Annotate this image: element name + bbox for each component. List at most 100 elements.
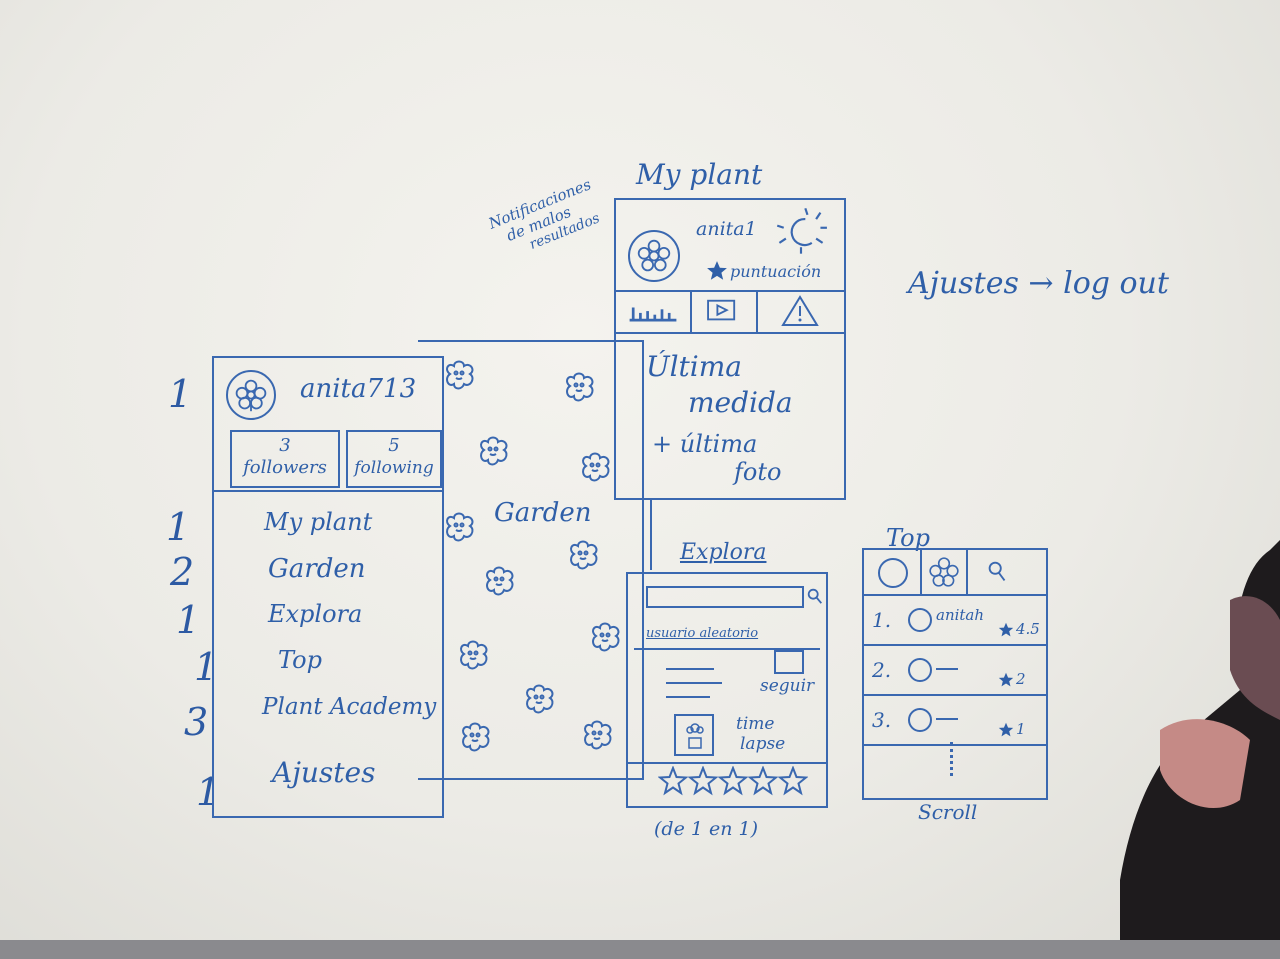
timelapse-line1: time (736, 714, 775, 734)
star-icon (998, 622, 1014, 637)
rating-star-icon[interactable] (658, 766, 688, 796)
garden-flower-icon[interactable] (588, 622, 622, 652)
tab-stats[interactable] (616, 292, 692, 332)
garden-flower-icon[interactable] (566, 540, 600, 570)
garden-flower-icon[interactable] (442, 360, 476, 390)
search-icon (988, 561, 1006, 581)
following-count: 5 (388, 435, 400, 456)
menu-item-explora[interactable]: Explora (268, 600, 363, 628)
garden-flower-icon[interactable] (476, 436, 510, 466)
divider (214, 490, 442, 492)
profile-username: anita713 (300, 374, 417, 404)
priority-academy: 3 (184, 700, 209, 744)
explora-screen: usuario aleatorio seguir time lapse (626, 572, 828, 808)
followers-count: 3 (279, 435, 291, 456)
garden-flower-icon[interactable] (442, 512, 476, 542)
following-button[interactable]: 5 following (346, 430, 442, 488)
top-row-dash (936, 668, 958, 670)
profile-header: anita713 (214, 358, 442, 428)
flower-icon (929, 557, 959, 587)
last-photo-line1: + última (652, 430, 758, 458)
garden-flower-icon[interactable] (578, 452, 612, 482)
rating-star-icon[interactable] (748, 766, 778, 796)
top-row-score: 1 (1016, 720, 1026, 738)
explora-title: Explora (680, 540, 767, 565)
menu-item-top[interactable]: Top (278, 646, 322, 674)
avatar[interactable] (226, 370, 276, 420)
tab-alerts[interactable] (758, 292, 844, 332)
follow-checkbox[interactable] (774, 650, 804, 674)
score-label: puntuación (730, 262, 822, 281)
search-input[interactable] (646, 586, 804, 608)
random-user-link[interactable]: usuario aleatorio (646, 626, 759, 641)
top-row-score: 4.5 (1016, 620, 1040, 638)
menu-item-ajustes[interactable]: Ajustes (272, 756, 376, 789)
top-title: Top (886, 524, 930, 552)
top-tab-bar (864, 550, 1046, 596)
priority-garden: 2 (170, 550, 195, 594)
top-row-avatar (908, 708, 932, 732)
tab-bar (616, 290, 844, 334)
followers-button[interactable]: 3 followers (230, 430, 340, 488)
garden-flower-icon[interactable] (562, 372, 596, 402)
search-icon[interactable] (806, 586, 824, 606)
rating-star-icon[interactable] (688, 766, 718, 796)
user-avatar-icon (878, 558, 908, 588)
priority-explora: 1 (176, 598, 201, 642)
connector-line (650, 500, 652, 570)
garden-flower-icon[interactable] (482, 566, 516, 596)
top-row-name: anitah (936, 606, 985, 624)
top-row-avatar (908, 658, 932, 682)
menu-item-my-plant[interactable]: My plant (264, 508, 373, 536)
menu-item-garden[interactable]: Garden (268, 554, 366, 584)
plant-username: anita1 (696, 218, 757, 240)
divider (634, 648, 820, 650)
last-measure-line1: Última (646, 350, 743, 383)
chart-icon (629, 307, 677, 322)
settings-flow-note: Ajustes → log out (908, 266, 1169, 301)
last-measure-line2: medida (688, 386, 793, 419)
follow-label[interactable]: seguir (760, 676, 815, 696)
rating-stars[interactable] (658, 766, 828, 796)
tab-video[interactable] (692, 292, 758, 332)
top-row[interactable]: 2.2 (864, 646, 1046, 696)
my-plant-title: My plant (636, 158, 763, 191)
rating-star-icon[interactable] (778, 766, 808, 796)
warning-icon (781, 295, 819, 326)
garden-area: Garden (418, 340, 644, 780)
tab-top-plants[interactable] (922, 550, 968, 594)
whiteboard-tray (0, 940, 1280, 959)
priority-top: 1 (194, 645, 219, 689)
flower-icon (637, 239, 671, 272)
plant-avatar[interactable] (628, 230, 680, 282)
garden-flower-icon[interactable] (458, 722, 492, 752)
top-row-rank: 1. (872, 608, 892, 632)
tab-top-users[interactable] (864, 550, 922, 594)
last-photo-line2: foto (734, 458, 782, 486)
flower-icon (686, 723, 704, 749)
garden-title: Garden (494, 498, 592, 528)
play-icon (707, 299, 736, 321)
rating-star-icon[interactable] (718, 766, 748, 796)
menu-item-plant-academy[interactable]: Plant Academy (262, 694, 437, 720)
timelapse-thumbnail[interactable] (674, 714, 714, 756)
top-row[interactable]: 1. anitah 4.5 (864, 596, 1046, 646)
garden-flower-icon[interactable] (522, 684, 556, 714)
menu-screen: anita713 3 followers 5 following My plan… (212, 356, 444, 818)
garden-flower-icon[interactable] (456, 640, 490, 670)
star-icon (998, 672, 1014, 687)
priority-my-plant: 1 (166, 505, 191, 549)
top-row[interactable]: 3.1 (864, 696, 1046, 746)
timelapse-line2: lapse (740, 734, 786, 754)
garden-flower-icon[interactable] (580, 720, 614, 750)
tab-top-search[interactable] (970, 550, 1046, 594)
flower-icon (235, 379, 267, 412)
priority-profile: 1 (168, 372, 193, 416)
top-row-avatar (908, 608, 932, 632)
my-plant-screen: anita1 puntuación (614, 198, 846, 500)
scroll-note: Scroll (918, 800, 978, 824)
divider (628, 762, 826, 764)
following-label: following (354, 458, 434, 478)
one-by-one-note: (de 1 en 1) (654, 818, 759, 840)
